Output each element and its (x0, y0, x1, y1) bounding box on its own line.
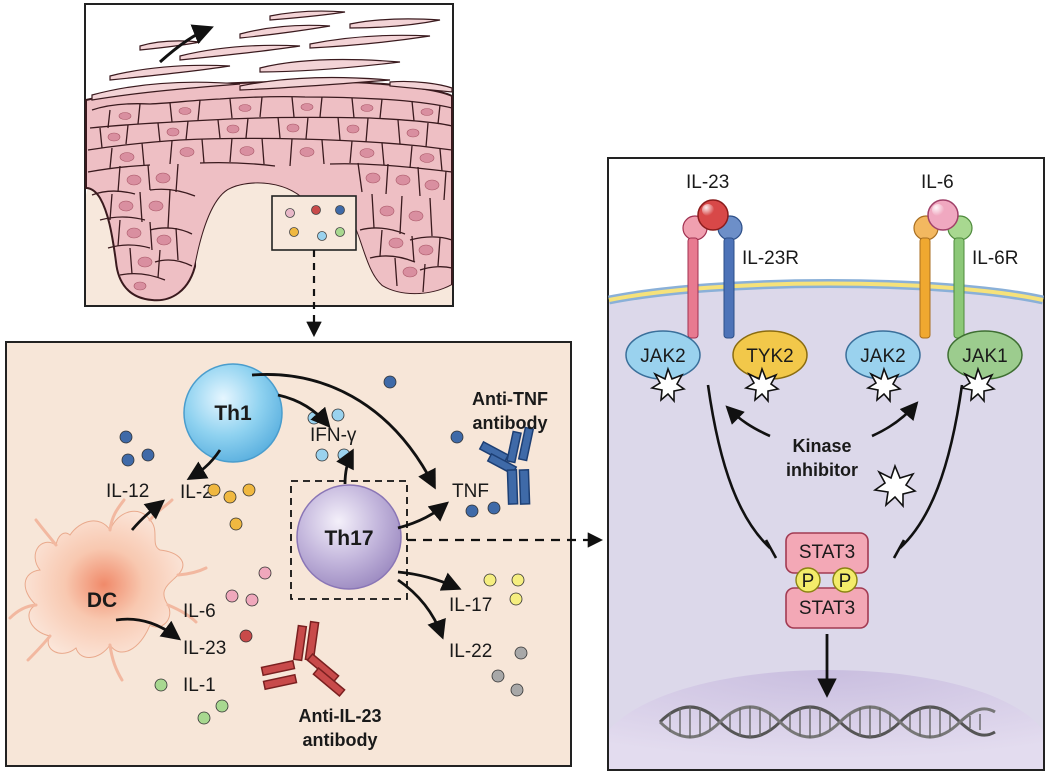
inhibitor-arrows (725, 401, 919, 438)
cytokine-dots (119, 375, 528, 725)
skin-panel (84, 3, 454, 338)
kinase-inhibitor-line1: Kinase (792, 436, 851, 456)
il6-label: IL-6 (183, 601, 216, 622)
il6r-label: IL-6R (972, 248, 1018, 269)
stat3-bottom-label: STAT3 (799, 598, 855, 619)
kinase-inhibitor-line2: inhibitor (786, 460, 858, 480)
il23r-label: IL-23R (742, 248, 799, 269)
anti-tnf-line2: antibody (473, 413, 548, 433)
il23-ligand (697, 199, 729, 231)
il22-label: IL-22 (449, 641, 492, 662)
inhibitor-star-icons (649, 366, 996, 509)
cell-membrane-core (608, 281, 1044, 302)
th1-label: Th1 (214, 402, 252, 425)
phospho-left (795, 567, 821, 593)
phospho-right (832, 567, 858, 593)
jak2-right-label: JAK2 (860, 346, 905, 367)
dc-label: DC (87, 589, 117, 612)
ifng-label: IFN-γ (310, 425, 357, 446)
anti-il23-line2: antibody (303, 730, 378, 750)
il6-receptor-complex (913, 199, 973, 339)
zoom-box (271, 195, 357, 251)
il23-ligand-label: IL-23 (686, 172, 729, 193)
il17-label: IL-17 (449, 595, 492, 616)
phospho-left-label: P (802, 571, 815, 592)
jak2-left-label: JAK2 (640, 346, 685, 367)
anti-tnf-antibody-icon (478, 426, 535, 505)
stat3-dimer (785, 532, 869, 629)
tnf-label: TNF (452, 481, 489, 502)
nucleus (609, 670, 1043, 769)
signaling-panel: IL-23 IL-23R IL-6 IL-6R JAK2 TYK2 JAK2 J… (607, 157, 1045, 771)
il2-label: IL-2 (180, 482, 213, 503)
cytoplasm (609, 283, 1043, 769)
il23-receptor-complex (682, 199, 743, 339)
th17-cell (296, 484, 402, 590)
phospho-right-label: P (839, 571, 852, 592)
stat3-top-label: STAT3 (799, 542, 855, 563)
immune-arrows (115, 373, 462, 641)
dc-dendrites (8, 498, 208, 682)
tyk2-label: TYK2 (746, 346, 794, 367)
il12-label: IL-12 (106, 481, 149, 502)
desquamation-arrow (158, 24, 214, 64)
il23-label: IL-23 (183, 638, 226, 659)
il1-label: IL-1 (183, 675, 216, 696)
anti-tnf-line1: Anti-TNF (472, 389, 548, 409)
activation-lines (706, 384, 964, 559)
immune-panel: Th1 Th17 DC IL-12 IL-2 IFN-γ TNF IL-6 IL… (5, 341, 604, 767)
nuclei (107, 103, 440, 291)
th17-label: Th17 (324, 527, 373, 550)
zoom-cytokines (285, 205, 345, 241)
jak1-label: JAK1 (962, 346, 1007, 367)
anti-il23-line1: Anti-IL-23 (299, 706, 382, 726)
th1-cell (183, 363, 283, 463)
dna-helix-icon (658, 705, 996, 739)
keratinocytes (87, 95, 453, 293)
il6-ligand-label: IL-6 (921, 172, 954, 193)
il6-ligand (927, 199, 959, 231)
anti-il23-antibody-icon (260, 620, 346, 698)
corneocyte-flakes (91, 10, 453, 101)
